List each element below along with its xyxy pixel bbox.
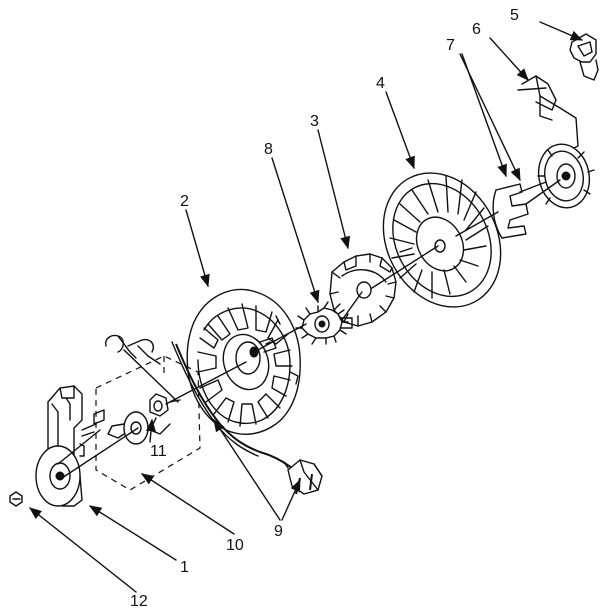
callout-4: 4 xyxy=(376,75,385,92)
callout-7: 7 xyxy=(446,37,455,54)
part-clip xyxy=(569,33,599,81)
part-reel-disc xyxy=(382,172,502,308)
callout-6: 6 xyxy=(472,21,481,38)
part-wiring-harness-box xyxy=(95,355,201,491)
callout-12: 12 xyxy=(130,593,148,610)
callout-labels: 5 6 7 4 3 8 2 11 9 10 1 12 xyxy=(130,7,519,610)
callout-9: 9 xyxy=(274,523,283,540)
callout-11: 11 xyxy=(150,443,167,460)
part-drive-disc xyxy=(329,253,397,327)
part-mounting-bracket xyxy=(35,385,85,507)
assembly-axis-lines xyxy=(57,179,561,479)
callout-2: 2 xyxy=(180,193,189,210)
part-rear-wheel xyxy=(519,143,595,209)
part-motor-assembly xyxy=(81,334,181,445)
part-screw xyxy=(9,491,23,507)
callout-5: 5 xyxy=(510,7,519,24)
part-spring-clips xyxy=(492,183,529,239)
callout-8: 8 xyxy=(264,141,273,158)
callout-10: 10 xyxy=(226,537,244,554)
callout-3: 3 xyxy=(310,113,319,130)
callout-leaders xyxy=(29,21,584,593)
callout-1: 1 xyxy=(180,559,189,576)
part-back-plate xyxy=(186,288,301,435)
part-bracket xyxy=(517,75,579,149)
